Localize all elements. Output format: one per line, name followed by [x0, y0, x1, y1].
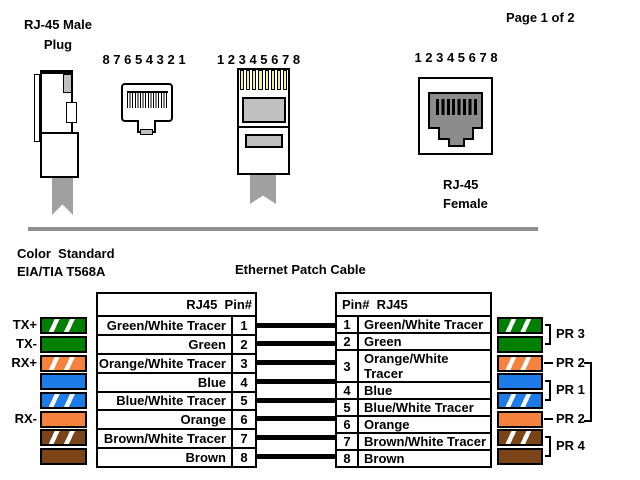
- top-view-latch-block: [245, 134, 283, 148]
- signal-label-rx-minus: RX-: [14, 411, 37, 426]
- patch-wire-1: [255, 323, 337, 328]
- wire-swatch-right-4: [497, 373, 543, 390]
- wire-swatch-right-1: [497, 317, 543, 334]
- top-view-contact-block: [242, 97, 286, 123]
- patch-wire-4: [255, 379, 337, 384]
- pair-label-pr2-top: PR 2: [556, 355, 585, 370]
- wire-swatch-left-1: [40, 317, 87, 334]
- signal-label-tx-minus: TX-: [16, 336, 37, 351]
- pair-bracket-pr3: [545, 324, 551, 345]
- pair-label-pr2-bottom: PR 2: [556, 411, 585, 426]
- pair-bracket-pr2-outer: [584, 362, 592, 422]
- patch-wire-7: [255, 435, 337, 440]
- signal-label-rx-plus: RX+: [11, 355, 37, 370]
- plug-latch-clip: [34, 74, 40, 142]
- pair-label-pr1: PR 1: [556, 382, 585, 397]
- diagram-title: Ethernet Patch Cable: [235, 262, 366, 277]
- wire-swatch-right-7: [497, 429, 543, 446]
- wire-swatch-right-3: [497, 355, 543, 372]
- left-table-header: RJ45 Pin#: [98, 294, 255, 317]
- wire-swatch-right-2: [497, 336, 543, 353]
- patch-wire-8: [255, 454, 337, 459]
- wire-swatch-left-7: [40, 429, 87, 446]
- signal-label-tx-plus: TX+: [12, 317, 37, 332]
- pair-bracket-pr1: [545, 380, 551, 401]
- wire-swatch-left-6: [40, 411, 87, 428]
- patch-wire-2: [255, 341, 337, 346]
- female-pin-numbers: 1 2 3 4 5 6 7 8: [414, 50, 498, 65]
- front-view-pin-numbers: 8 7 6 5 4 3 2 1: [102, 52, 186, 67]
- patch-wire-3: [255, 360, 337, 365]
- pair-tick-pr2-bottom: [544, 418, 553, 420]
- wire-swatch-left-5: [40, 392, 87, 409]
- pair-tick-pr2-top: [544, 362, 553, 364]
- wire-swatch-left-4: [40, 373, 87, 390]
- plug-window: [66, 102, 77, 123]
- section-divider: [28, 227, 538, 231]
- top-view-pin-numbers: 1 2 3 4 5 6 7 8: [216, 52, 301, 67]
- plug-base: [40, 132, 79, 178]
- front-cable-stub: [140, 129, 153, 135]
- pair-label-pr4: PR 4: [556, 438, 585, 453]
- wire-swatch-left-8: [40, 448, 87, 465]
- patch-wire-5: [255, 398, 337, 403]
- top-view-gold-pins: [240, 70, 287, 90]
- wire-swatch-right-8: [497, 448, 543, 465]
- top-view-divider-line: [237, 126, 290, 128]
- patch-wire-6: [255, 416, 337, 421]
- right-table-header: Pin# RJ45: [337, 294, 490, 317]
- top-view-cord: [250, 174, 276, 204]
- wire-swatch-right-6: [497, 411, 543, 428]
- wire-swatch-left-2: [40, 336, 87, 353]
- jack-opening-tab: [448, 138, 465, 147]
- jack-pin-contacts: [436, 99, 477, 115]
- plug-cord: [52, 177, 73, 215]
- front-pin-contacts: [127, 91, 168, 108]
- wire-swatch-left-3: [40, 355, 87, 372]
- wire-swatch-right-5: [497, 392, 543, 409]
- pair-bracket-pr4: [545, 436, 551, 457]
- pair-label-pr3: PR 3: [556, 326, 585, 341]
- plug-contact-chip: [63, 74, 72, 93]
- page-number-label: Page 1 of 2: [506, 10, 575, 25]
